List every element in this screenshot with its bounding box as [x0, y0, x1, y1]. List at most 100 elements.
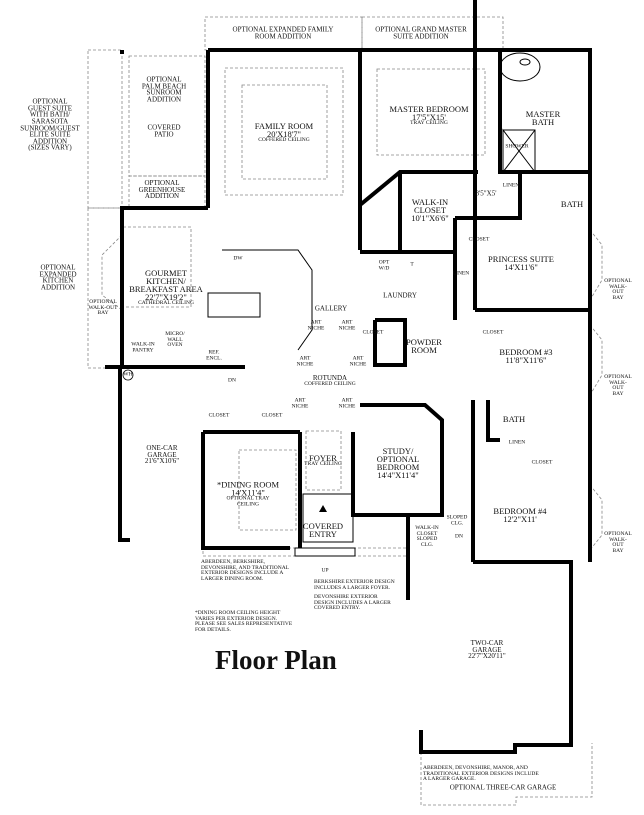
room-size: 10'1"X6'6": [411, 213, 449, 224]
note-devonshire: DEVONSHIRE EXTERIOR DESIGN INCLUDES A LA…: [314, 594, 391, 611]
label-three-car-garage: OPTIONAL THREE-CAR GARAGE: [449, 783, 557, 792]
label-covered-patio: COVERED PATIO: [147, 123, 181, 138]
room-note: TRAY CEILING: [304, 461, 342, 468]
room-name: PRINCESS SUITE: [488, 253, 554, 264]
label-sloped-clg: SLOPED CLG.: [446, 514, 468, 526]
label-closet: CLOSET: [482, 329, 504, 336]
room-name: ROTUNDA: [312, 373, 348, 382]
room-bath: BATH: [560, 198, 584, 209]
label-walkout-bay-kitchen: OPTIONAL WALK-OUT BAY: [88, 298, 118, 316]
note-garage: ABERDEEN, DEVONSHIRE, MANOR, AND TRADITI…: [423, 765, 539, 782]
label-closet: CLOSET: [208, 412, 230, 419]
room-laundry: LAUNDRY: [383, 291, 417, 300]
label-kitchen-addition: OPTIONAL EXPANDED KITCHEN ADDITION: [39, 263, 77, 292]
note-berkshire: BERKSHIRE EXTERIOR DESIGN INCLUDES A LAR…: [314, 579, 395, 591]
label-guest-suite: OPTIONAL GUEST SUITE WITH BATH/ SARASOTA…: [20, 97, 80, 152]
room-note: COFFERED CEILING: [258, 137, 310, 144]
label-art-niche: ART NICHE: [338, 319, 356, 331]
label-closet: CLOSET: [261, 412, 283, 419]
room-name: ONE-CAR GARAGE: [146, 444, 178, 459]
label-linen: LINEN: [508, 439, 526, 446]
room-size: 12'2"X11': [503, 514, 537, 524]
room-name: WALK-IN CLOSET: [411, 196, 449, 215]
room-size: 11'8"X11'6": [505, 355, 547, 365]
fixtures: [207, 52, 541, 557]
label-greenhouse: OPTIONAL GREENHOUSE ADDITION: [138, 179, 186, 201]
label-art-niche: ART NICHE: [349, 355, 367, 367]
label-pantry: WALK-IN PANTRY: [131, 341, 155, 353]
room-powder-room: POWDER ROOM: [406, 336, 442, 355]
room-name: FOYER: [309, 453, 337, 464]
note-dining: ABERDEEN, BERKSHIRE, DEVONSHIRE, AND TRA…: [201, 559, 290, 582]
room-bath-2: BATH: [502, 413, 526, 424]
label-opt-wd: OPT W/D: [378, 259, 390, 271]
note-ceiling: *DINING ROOM CEILING HEIGHT VARIES PER E…: [195, 610, 293, 633]
walls: [105, 0, 592, 754]
room-name: MASTER BEDROOM: [389, 104, 469, 115]
label-art-niche: ART NICHE: [338, 397, 356, 409]
room-size: 17'5"X15': [412, 112, 446, 123]
room-name: FAMILY ROOM: [254, 121, 314, 132]
label-walkout-bay-bedroom3: OPTIONAL WALK-OUT BAY: [604, 374, 632, 397]
label-t: T: [410, 261, 414, 268]
label-shower: SHOWER: [505, 143, 529, 150]
label-art-niche: ART NICHE: [307, 319, 325, 331]
label-palm-beach: OPTIONAL PALM BEACH SUNROOM ADDITION: [141, 75, 187, 104]
label-dn: DN: [228, 377, 236, 384]
room-size: 22'7"X20'11": [468, 652, 506, 661]
room-size: 14'X11'4": [231, 487, 265, 498]
page-title: Floor Plan: [215, 645, 337, 675]
room-size: 14'X11'6": [504, 262, 538, 272]
label-ref-encl: REF. ENCL.: [206, 349, 222, 361]
room-size: 22'7"X19'2": [145, 292, 187, 303]
label-up: UP: [321, 567, 329, 574]
room-size: 20'X18'7": [267, 129, 301, 140]
room-name: *DINING ROOM: [216, 479, 280, 490]
label-walkout-bay-bedroom4: OPTIONAL WALK-OUT BAY: [604, 531, 632, 554]
label-dn: DN: [455, 533, 463, 540]
label-closet: CLOSET: [468, 236, 490, 243]
room-note: OPTIONAL TRAY CEILING: [226, 495, 270, 508]
label-wh: WH: [123, 371, 133, 378]
room-note: CATHEDRAL CEILING: [138, 300, 194, 307]
label-walk-in-closet-sloped: WALK-IN CLOSET SLOPED CLG.: [415, 525, 439, 548]
label-micro-oven: MICRO/ WALL OVEN: [165, 330, 185, 348]
label-walkout-bay-princess: OPTIONAL WALK-OUT BAY: [604, 278, 632, 301]
label-closet: CLOSET: [531, 459, 553, 466]
label-linen: LINEN: [502, 182, 520, 189]
room-gallery: GALLERY: [314, 304, 348, 313]
entry-arrow: [319, 505, 327, 512]
room-note: TRAY CEILING: [410, 120, 448, 127]
room-name: STUDY/ OPTIONAL BEDROOM: [376, 445, 420, 472]
room-name: GOURMET KITCHEN/ BREAKFAST AREA: [129, 268, 203, 295]
room-size: 14'4"X11'4": [377, 470, 419, 481]
label-grand-master-addition: OPTIONAL GRAND MASTER SUITE ADDITION: [375, 25, 467, 40]
label-hall-size: 8'5"X5': [475, 189, 497, 198]
room-size: 21'6"X10'6": [144, 457, 180, 466]
room-name: TWO-CAR GARAGE: [470, 639, 504, 654]
label-art-niche: ART NICHE: [291, 397, 309, 409]
room-name: BEDROOM #3: [499, 346, 553, 357]
label-linen: LINEN: [452, 270, 470, 277]
label-dw: DW: [233, 255, 243, 262]
label-family-room-addition: OPTIONAL EXPANDED FAMILY ROOM ADDITION: [232, 25, 334, 40]
room-name: BEDROOM #4: [493, 505, 547, 516]
room-note: COFFERED CEILING: [304, 380, 356, 387]
label-art-niche: ART NICHE: [296, 355, 314, 367]
label-closet: CLOSET: [362, 329, 384, 336]
